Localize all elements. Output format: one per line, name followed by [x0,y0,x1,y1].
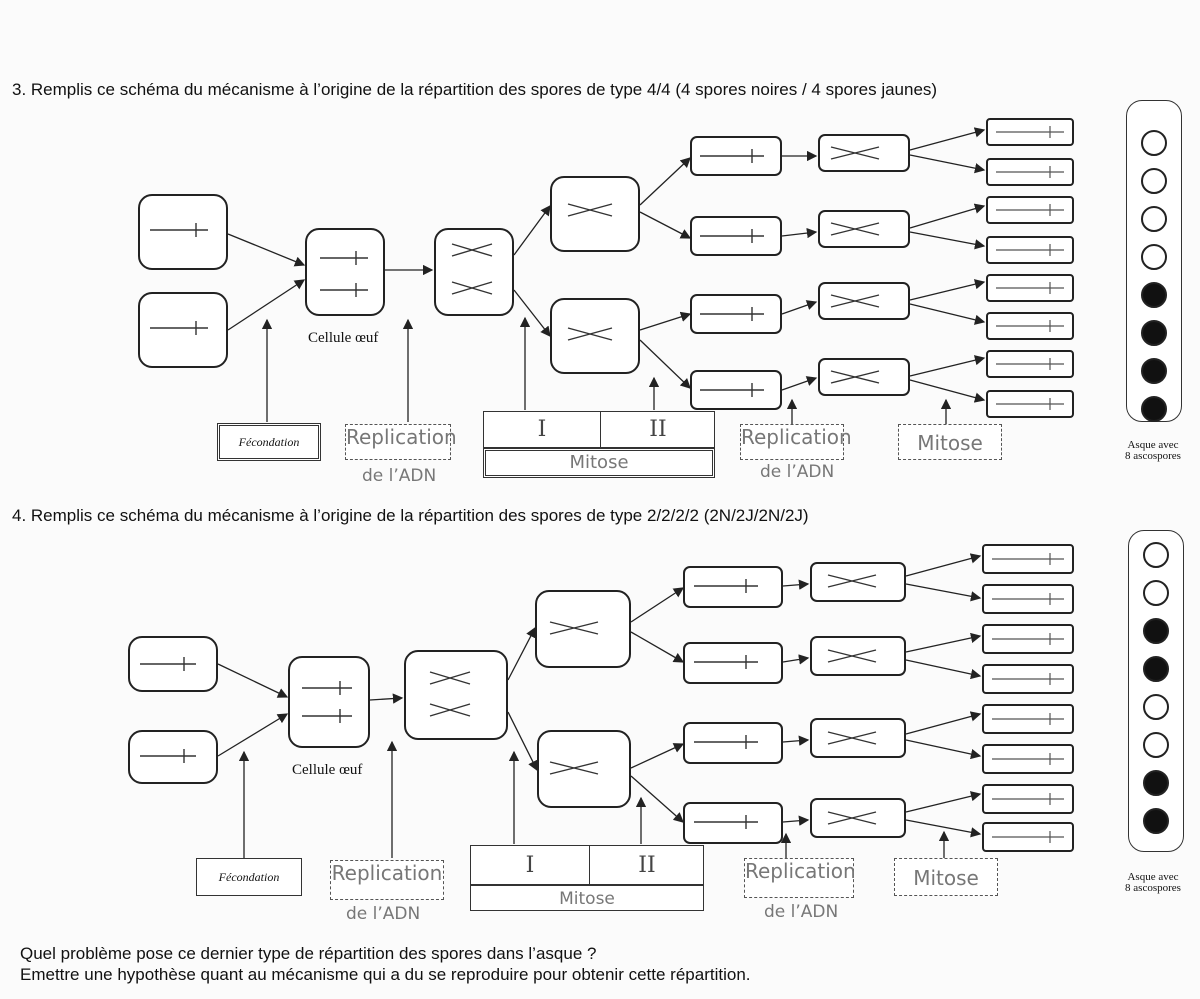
ascus2-spore-4-black [1143,656,1169,682]
d1-final-cell-1 [986,118,1074,146]
replicated-cell-4 [818,358,910,396]
chromo-repb-3-b [830,294,880,308]
chromo2-mi-1-b [549,621,599,635]
mitose-box-1: Mitose [483,448,715,478]
replication-caption-2: de l’ADN [760,462,835,482]
d2-final-cell-5 [982,704,1074,734]
fecondation-box-1: Fécondation [217,423,321,461]
parent-cell-j [138,194,228,270]
d2-final-cell-4 [982,664,1074,694]
meiosis-i-cell-top-2 [535,590,631,668]
mitose-box-4: Mitose [894,858,998,896]
replication-box-4: Replication [744,858,856,898]
ascus1-spore-7-black [1141,358,1167,384]
footer-question-1: Quel problème pose ce dernier type de ré… [20,944,597,963]
ascus2-spore-8-black [1143,808,1169,834]
replicated-cell-1 [818,134,910,172]
meiosis-stage-box-2: I II [470,845,704,885]
d2-final-cell-3 [982,624,1074,654]
mitose-box-3: Mitose [470,885,704,911]
d1-final-cell-6 [986,312,1074,340]
ascus2-spore-6-white [1143,732,1169,758]
parent-cell-n [138,292,228,368]
d2-final-cell-8 [982,822,1074,852]
chromo2-repb-2-b [827,649,877,663]
ascus2-spore-7-black [1143,770,1169,796]
question-3: 3. Remplis ce schéma du mécanisme à l’or… [12,80,938,99]
replicated-cell-2 [404,650,508,740]
d2-final-cell-7 [982,784,1074,814]
meiosis-i-cell-top [550,176,640,252]
chromo2-repb-1-b [827,574,877,588]
ascus2-spore-3-black [1143,618,1169,644]
chromo2-repb-4-b [827,811,877,825]
replicated-cell-3 [818,282,910,320]
d1-final-cell-7 [986,350,1074,378]
ascus1-spore-1-white [1141,130,1167,156]
chromo-rep-1-b [451,243,493,257]
replicated-cell-3b [810,718,906,758]
parent-cell-n-2 [128,730,218,784]
replication-box-3: Replication [330,860,444,900]
replicated-cell [434,228,514,316]
ascus2-spore-1-white [1143,542,1169,568]
replication-box-1: Replication [345,424,457,460]
d1-final-cell-4 [986,236,1074,264]
ascus2-spore-5-white [1143,694,1169,720]
ascus2-spore-2-white [1143,580,1169,606]
meiosis-stage-box-1: I II [483,411,715,448]
d1-final-cell-3 [986,196,1074,224]
meiosis-ii-cell-3b [683,722,783,764]
chromo-mi-2-b [567,327,613,341]
d1-final-cell-5 [986,274,1074,302]
ascus1-spore-4-white [1141,244,1167,270]
chromo2-rep-2-b [429,703,471,717]
d1-final-cell-8 [986,390,1074,418]
chromo-repb-4-b [830,370,880,384]
replication-caption-3: de l’ADN [346,904,421,924]
replication-box-2: Replication [740,424,852,460]
mitose-box-2: Mitose [898,424,1002,460]
zygote-cell-2 [288,656,370,748]
d2-final-cell-6 [982,744,1074,774]
chromo-rep-2-b [451,281,493,295]
footer-question-2: Emettre une hypothèse quant au mécanisme… [20,965,751,984]
chromo2-repb-3-b [827,731,877,745]
meiosis-ii-label: II [649,417,667,442]
d1-final-cell-2 [986,158,1074,186]
meiosis-ii-cell-1b [683,566,783,608]
ascus1-spore-3-white [1141,206,1167,232]
chromo2-mi-2-b [549,761,599,775]
meiosis-ii-cell-2b [683,642,783,684]
replication-caption-4: de l’ADN [764,902,839,922]
replicated-cell-4b [810,798,906,838]
replication-caption-1: de l’ADN [362,466,437,486]
chromo2-rep-1-b [429,671,471,685]
cellule-oeuf-label-2: Cellule œuf [292,762,363,778]
meiosis-i-label: I [484,412,601,447]
meiosis-ii-label-2: II [638,853,656,878]
chromo-repb-1-b [830,146,880,160]
ascus1-spore-5-black [1141,282,1167,308]
question-4: 4. Remplis ce schéma du mécanisme à l’or… [12,506,809,525]
ascus1-spore-2-white [1141,168,1167,194]
meiosis-i-cell-bottom-2 [537,730,631,808]
cellule-oeuf-label: Cellule œuf [308,330,379,346]
chromo-mi-1-b [567,203,613,217]
ascus1-spore-6-black [1141,320,1167,346]
replicated-cell-2b [810,636,906,676]
d2-final-cell-1 [982,544,1074,574]
fecondation-box-2: Fécondation [196,858,302,896]
d2-final-cell-2 [982,584,1074,614]
meiosis-i-label-2: I [471,846,590,884]
ascus1-spore-8-black [1141,396,1167,422]
replicated-cell-2 [818,210,910,248]
meiosis-ii-cell-4b [683,802,783,844]
chromo-repb-2-b [830,222,880,236]
zygote-cell [305,228,385,316]
